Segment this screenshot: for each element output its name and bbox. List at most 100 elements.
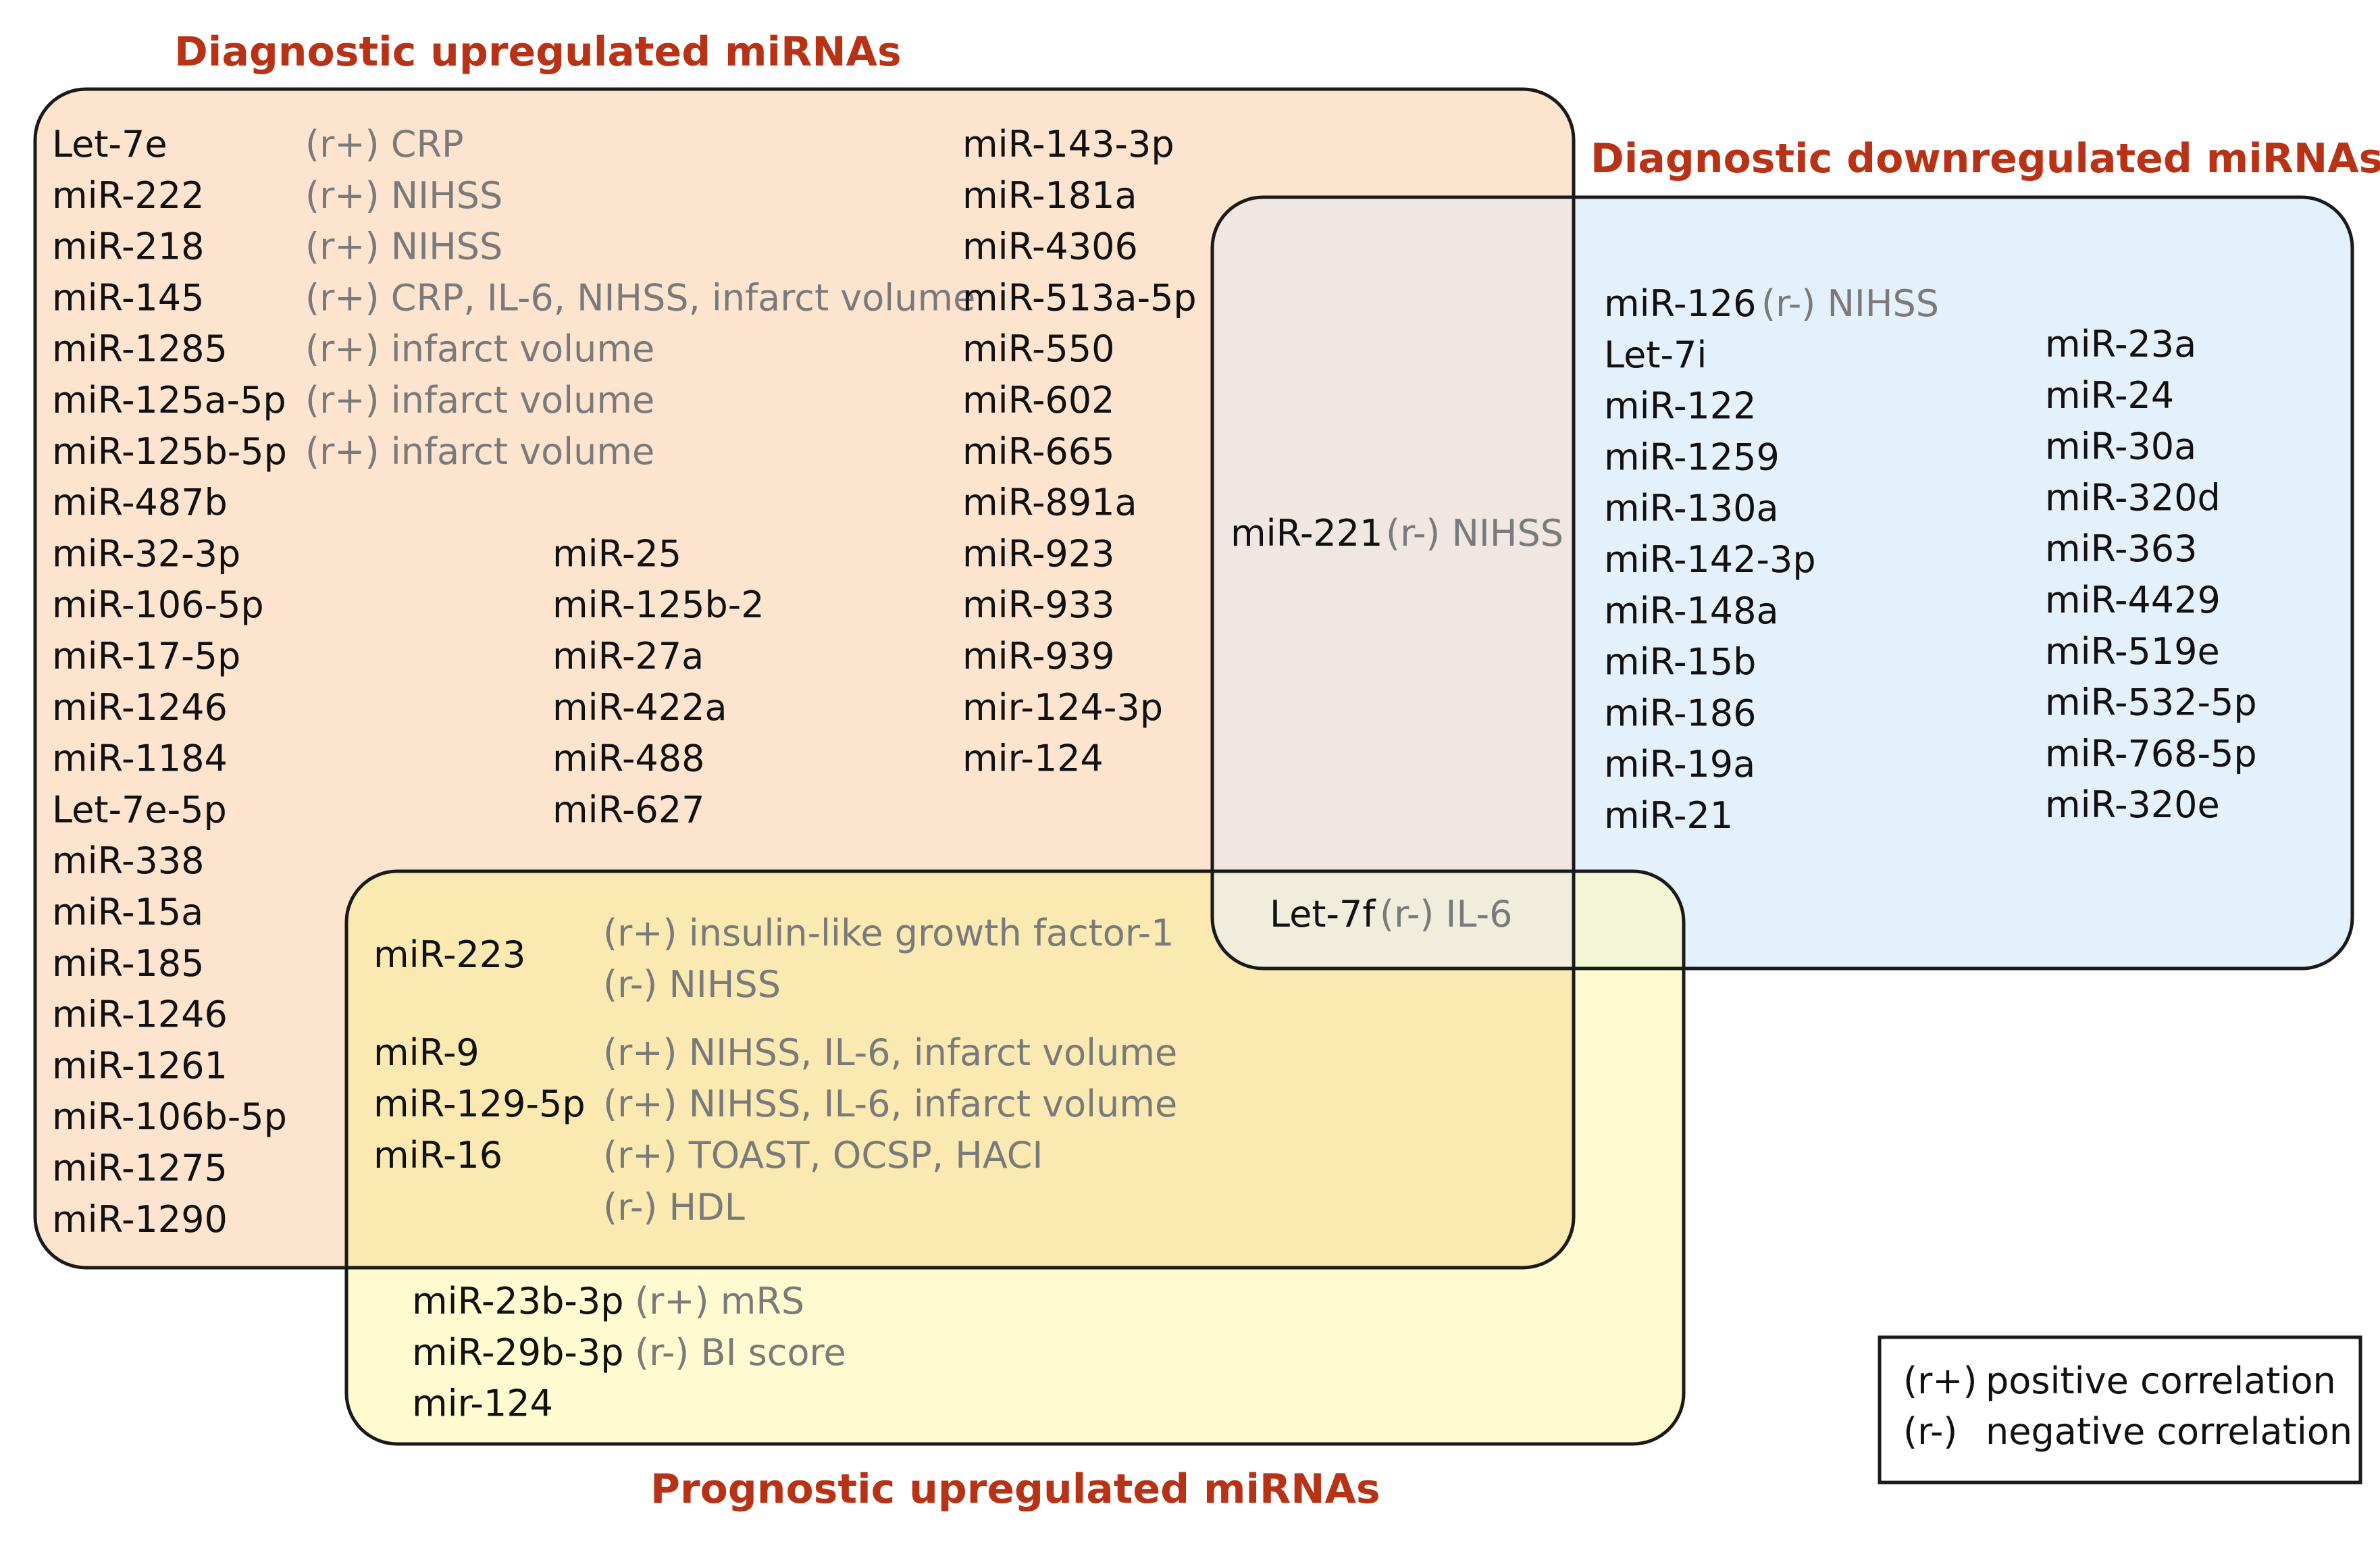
mirna-label: miR-125b-2	[552, 584, 765, 626]
correlation-label: (r+) infarct volume	[305, 328, 654, 370]
mirna-label: miR-923	[962, 532, 1115, 575]
mirna-label: miR-363	[2045, 527, 2198, 570]
mirna-label: miR-422a	[552, 686, 727, 729]
mirna-label: miR-9	[373, 1031, 480, 1074]
correlation-label: (r+) NIHSS, IL-6, infarct volume	[603, 1031, 1177, 1074]
mirna-label: miR-4306	[962, 226, 1138, 268]
mirna-label: miR-23b-3p	[412, 1280, 624, 1322]
mirna-label: miR-532-5p	[2045, 681, 2257, 724]
mirna-label: miR-891a	[962, 482, 1137, 524]
mirna-label: miR-933	[962, 584, 1115, 626]
prognostic-up-title: Prognostic upregulated miRNAs	[650, 1466, 1380, 1513]
mirna-label: miR-126	[1604, 282, 1757, 325]
mirna-label: mir-124-3p	[962, 686, 1163, 729]
mirna-label: miR-122	[1604, 385, 1757, 428]
mirna-label: miR-23a	[2045, 323, 2196, 365]
mirna-label: miR-21	[1604, 794, 1733, 837]
diagnostic-down-title: Diagnostic downregulated miRNAs	[1590, 135, 2380, 182]
mirna-label: miR-939	[962, 635, 1115, 677]
correlation-label: (r-) NIHSS	[603, 963, 781, 1006]
mirna-label: miR-1246	[52, 686, 228, 729]
mirna-label: miR-1285	[52, 328, 228, 370]
correlation-label: (r-) BI score	[635, 1331, 846, 1374]
mirna-label: miR-550	[962, 328, 1115, 370]
mirna-label: miR-143-3p	[962, 123, 1174, 165]
mirna-label: miR-16	[373, 1134, 502, 1177]
prognostic-up-border	[344, 869, 1686, 1446]
mirna-label: miR-145	[52, 276, 205, 319]
mirna-label: miR-221	[1231, 512, 1383, 554]
diagnostic-up-border	[33, 87, 1576, 1270]
diagnostic-down-border	[1210, 195, 2354, 971]
correlation-label: (r+) CRP	[305, 123, 464, 165]
correlation-label: (r+) infarct volume	[305, 379, 654, 421]
mirna-label: miR-519e	[2045, 630, 2220, 673]
mirna-label: miR-125b-5p	[52, 430, 287, 473]
correlation-label: (r-) HDL	[603, 1186, 745, 1229]
correlation-label: (r+) infarct volume	[305, 430, 654, 473]
mirna-label: miR-142-3p	[1604, 538, 1816, 581]
mirna-label: miR-17-5p	[52, 635, 240, 677]
mirna-label: miR-186	[1604, 692, 1757, 734]
mirna-label: miR-1275	[52, 1147, 228, 1189]
legend-symbol-negative: (r-)	[1903, 1410, 1957, 1453]
correlation-label: (r+) NIHSS, IL-6, infarct volume	[603, 1083, 1177, 1125]
correlation-label: (r-) NIHSS	[1761, 282, 1939, 325]
mirna-label: miR-32-3p	[52, 532, 240, 575]
mirna-label: miR-148a	[1604, 590, 1779, 632]
mirna-label: miR-665	[962, 430, 1115, 473]
overlap-up-prog-region	[346, 871, 1574, 1268]
legend-symbol-positive: (r+)	[1903, 1360, 1977, 1402]
mirna-label: miR-19a	[1604, 743, 1755, 785]
legend-box	[1878, 1335, 2362, 1484]
mirna-label: mir-124	[412, 1383, 553, 1425]
mirna-label: miR-129-5p	[373, 1083, 586, 1125]
mirna-lists: Let-7e (r+) CRP miR-222 (r+) NIHSS miR-218 (r…	[52, 123, 2257, 1425]
legend-label-positive: positive correlation	[1986, 1360, 2336, 1402]
correlation-label: (r+) insulin-like growth factor-1	[603, 912, 1174, 954]
mirna-label: miR-106b-5p	[52, 1095, 287, 1138]
correlation-label: (r+) TOAST, OCSP, HACI	[603, 1134, 1043, 1177]
mirna-label: miR-1259	[1604, 436, 1780, 478]
mirna-label: miR-627	[552, 788, 705, 831]
mirna-label: mir-124	[962, 738, 1104, 780]
overlap-up-down-region	[1212, 197, 1574, 968]
mirna-label: miR-15b	[1604, 641, 1756, 683]
mirna-label: miR-320e	[2045, 783, 2220, 826]
mirna-label: miR-218	[52, 226, 205, 268]
mirna-label: miR-181a	[962, 174, 1137, 217]
mirna-label: miR-185	[52, 942, 205, 985]
mirna-label: Let-7i	[1604, 334, 1707, 376]
mirna-label: miR-513a-5p	[962, 276, 1197, 319]
mirna-label: miR-768-5p	[2045, 732, 2257, 775]
mirna-label: miR-1246	[52, 993, 228, 1036]
mirna-label: miR-106-5p	[52, 584, 264, 626]
mirna-label: miR-1184	[52, 738, 228, 780]
mirna-label: miR-338	[52, 839, 205, 882]
mirna-label: Let-7e-5p	[52, 788, 227, 831]
mirna-label: miR-1261	[52, 1044, 228, 1087]
mirna-label: Let-7f	[1270, 893, 1376, 935]
correlation-label: (r+) NIHSS	[305, 174, 502, 217]
mirna-label: miR-30a	[2045, 425, 2196, 468]
mirna-label: miR-25	[552, 532, 681, 575]
mirna-label: miR-222	[52, 174, 205, 217]
mirna-label: miR-27a	[552, 635, 704, 677]
mirna-label: miR-487b	[52, 482, 228, 524]
correlation-label: (r-) NIHSS	[1386, 512, 1563, 554]
mirna-label: miR-130a	[1604, 487, 1779, 529]
mirna-label: miR-1290	[52, 1198, 228, 1241]
mirna-label: miR-223	[373, 933, 526, 976]
mirna-label: miR-488	[552, 738, 705, 780]
mirna-label: miR-602	[962, 379, 1115, 421]
mirna-label: miR-15a	[52, 891, 203, 933]
mirna-label: miR-4429	[2045, 579, 2221, 621]
correlation-label: (r+) mRS	[635, 1280, 804, 1322]
mirna-label: Let-7e	[52, 123, 167, 165]
correlation-label: (r+) NIHSS	[305, 226, 502, 268]
correlation-label: (r-) IL-6	[1380, 893, 1512, 935]
mirna-label: miR-24	[2045, 374, 2174, 417]
correlation-label: (r+) CRP, IL-6, NIHSS, infarct volume	[305, 276, 975, 319]
